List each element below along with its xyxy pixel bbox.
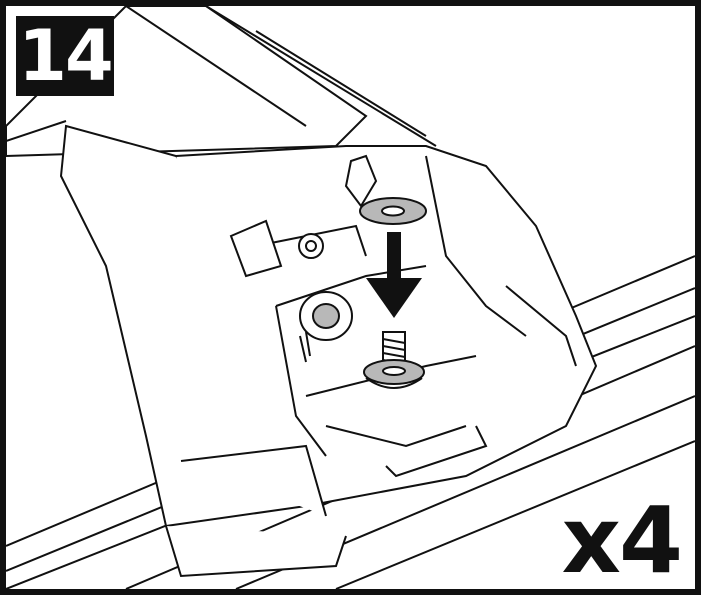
arrow-down-icon bbox=[366, 232, 422, 318]
clamp-knob bbox=[299, 291, 353, 363]
quantity-label: x4 bbox=[561, 487, 683, 594]
step-number-badge: 14 bbox=[16, 16, 114, 96]
upper-washer bbox=[359, 197, 427, 225]
roof-rack-foot-illustration bbox=[6, 6, 695, 589]
foot-body bbox=[59, 124, 598, 578]
lower-washer bbox=[363, 359, 425, 389]
socket-bolt bbox=[298, 233, 324, 259]
